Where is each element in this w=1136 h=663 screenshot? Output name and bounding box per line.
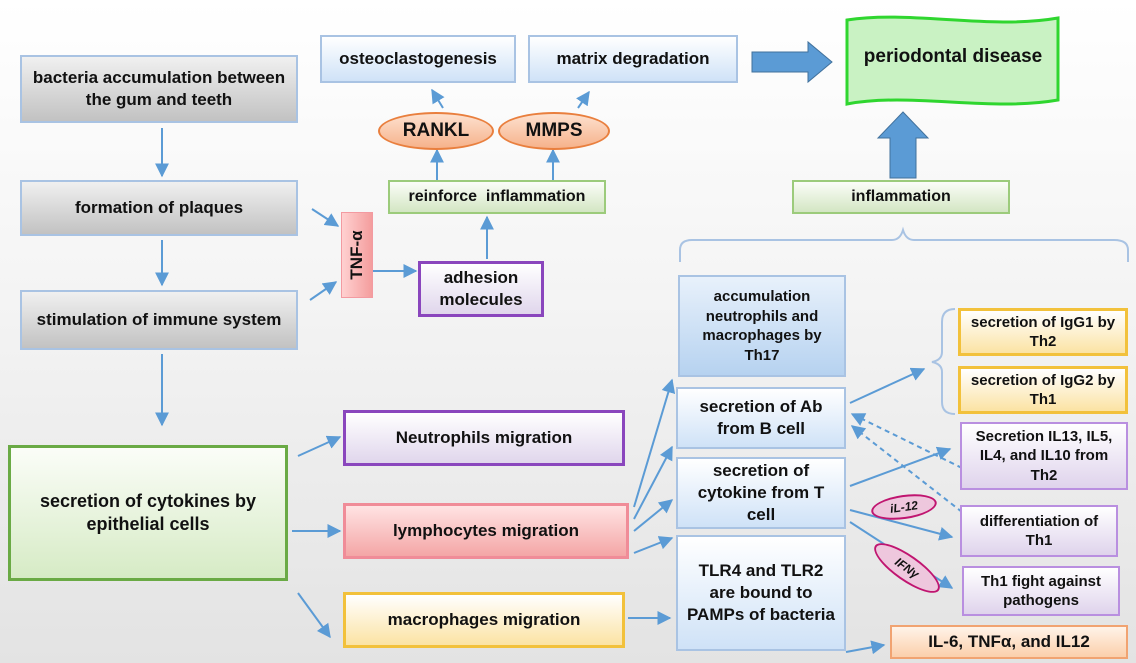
arrow-lymph-to-cytokine-t bbox=[633, 499, 674, 532]
arrow-mmps-to-matrix bbox=[576, 90, 590, 109]
secretion-cytokines-epithelial-label: secretion of cytokines by epithelial cel… bbox=[39, 490, 257, 534]
arrow-cytokines-to-neutrophils bbox=[297, 435, 342, 457]
mmps-oval: MMPS bbox=[498, 112, 610, 150]
reinforce-inflammation-label: reinforce inflammation bbox=[408, 187, 586, 205]
secretion-cytokine-t-box: secretion of cytokine from T cell bbox=[676, 457, 846, 529]
macrophages-migration-label: macrophages migration bbox=[387, 609, 581, 629]
lymphocytes-migration-box: lymphocytes migration bbox=[343, 503, 629, 559]
il12-tag: iL-12 bbox=[869, 490, 939, 524]
neutrophils-migration-label: Neutrophils migration bbox=[395, 427, 573, 447]
arrow-immune-to-tnf bbox=[309, 281, 338, 301]
ifn-gamma-tag: IFNγ bbox=[867, 534, 947, 602]
stimulation-immune-label: stimulation of immune system bbox=[36, 309, 282, 329]
arrow-inflammation-up bbox=[876, 111, 930, 179]
inflammation-label: inflammation bbox=[851, 187, 951, 205]
macrophages-migration-box: macrophages migration bbox=[343, 592, 625, 648]
arrow-tlr-to-il6 bbox=[845, 640, 886, 655]
th1-fight-box: Th1 fight against pathogens bbox=[962, 566, 1120, 616]
periodontal-disease-label: periodontal disease bbox=[863, 46, 1043, 67]
il12-tag-label: iL-12 bbox=[889, 498, 919, 516]
igg2-box: secretion of IgG2 by Th1 bbox=[958, 366, 1128, 414]
il6-tnf-il12-box: IL-6, TNFα, and IL12 bbox=[890, 625, 1128, 659]
tnf-alpha-label: TNF-α bbox=[347, 230, 366, 280]
arrow-cytokine-t-to-il13 bbox=[849, 446, 952, 487]
differentiation-th1-label: differentiation of Th1 bbox=[979, 512, 1099, 550]
rankl-oval: RANKL bbox=[378, 112, 494, 150]
secretion-il13-box: Secretion IL13, IL5, IL4, and IL10 from … bbox=[960, 422, 1128, 490]
igg2-label: secretion of IgG2 by Th1 bbox=[970, 371, 1116, 409]
adhesion-molecules-box: adhesion molecules bbox=[418, 261, 544, 317]
reinforce-inflammation-box: reinforce inflammation bbox=[388, 180, 606, 214]
arrow-il13-to-ab-dashed bbox=[850, 413, 963, 469]
arrow-lymph-to-accumulation bbox=[633, 378, 676, 508]
mmps-label: MMPS bbox=[525, 120, 583, 141]
neutrophils-migration-box: Neutrophils migration bbox=[343, 410, 625, 466]
bacteria-accumulation-label: bacteria accumulation between the gum an… bbox=[32, 67, 286, 109]
formation-of-plaques-label: formation of plaques bbox=[74, 197, 244, 217]
secretion-cytokines-epithelial-box: secretion of cytokines by epithelial cel… bbox=[8, 445, 288, 581]
il6-tnf-il12-label: IL-6, TNFα, and IL12 bbox=[928, 631, 1090, 651]
arrow-lymph-to-ab bbox=[633, 445, 673, 520]
accumulation-th17-label: accumulation neutrophils and macrophages… bbox=[702, 288, 822, 364]
osteoclastogenesis-label: osteoclastogenesis bbox=[339, 48, 497, 68]
arrow-plaques-to-tnf bbox=[311, 208, 340, 227]
tlr-pamps-label: TLR4 and TLR2 are bound to PAMPs of bact… bbox=[686, 560, 835, 625]
inflammation-bracket bbox=[679, 226, 1129, 262]
secretion-ab-box: secretion of Ab from B cell bbox=[676, 387, 846, 449]
igg1-box: secretion of IgG1 by Th2 bbox=[958, 308, 1128, 356]
tnf-alpha-box: TNF-α bbox=[341, 212, 373, 298]
matrix-degradation-box: matrix degradation bbox=[528, 35, 738, 83]
accumulation-th17-box: accumulation neutrophils and macrophages… bbox=[678, 275, 846, 377]
stimulation-immune-box: stimulation of immune system bbox=[20, 290, 298, 350]
lymphocytes-migration-label: lymphocytes migration bbox=[392, 520, 580, 540]
th1-fight-label: Th1 fight against pathogens bbox=[981, 572, 1101, 610]
secretion-il13-label: Secretion IL13, IL5, IL4, and IL10 from … bbox=[975, 427, 1113, 484]
secretion-ab-label: secretion of Ab from B cell bbox=[699, 396, 823, 438]
igg1-label: secretion of IgG1 by Th2 bbox=[970, 313, 1116, 351]
arrow-to-periodontal-disease bbox=[751, 40, 833, 84]
arrow-ab-to-igg bbox=[849, 367, 926, 404]
arrow-rankl-to-osteoclastogenesis bbox=[431, 88, 445, 109]
osteoclastogenesis-box: osteoclastogenesis bbox=[320, 35, 516, 83]
formation-of-plaques-box: formation of plaques bbox=[20, 180, 298, 236]
ifn-gamma-tag-label: IFNγ bbox=[892, 554, 922, 582]
rankl-label: RANKL bbox=[402, 120, 470, 141]
arrow-lymph-to-tlr bbox=[633, 536, 674, 554]
tlr-pamps-box: TLR4 and TLR2 are bound to PAMPs of bact… bbox=[676, 535, 846, 651]
igg-bracket bbox=[931, 308, 956, 415]
bacteria-accumulation-box: bacteria accumulation between the gum an… bbox=[20, 55, 298, 123]
differentiation-th1-box: differentiation of Th1 bbox=[960, 505, 1118, 557]
secretion-cytokine-t-label: secretion of cytokine from T cell bbox=[697, 460, 825, 525]
arrow-cytokines-to-macrophages bbox=[297, 592, 331, 639]
matrix-degradation-label: matrix degradation bbox=[556, 48, 710, 68]
adhesion-molecules-label: adhesion molecules bbox=[439, 267, 523, 309]
inflammation-box: inflammation bbox=[792, 180, 1010, 214]
